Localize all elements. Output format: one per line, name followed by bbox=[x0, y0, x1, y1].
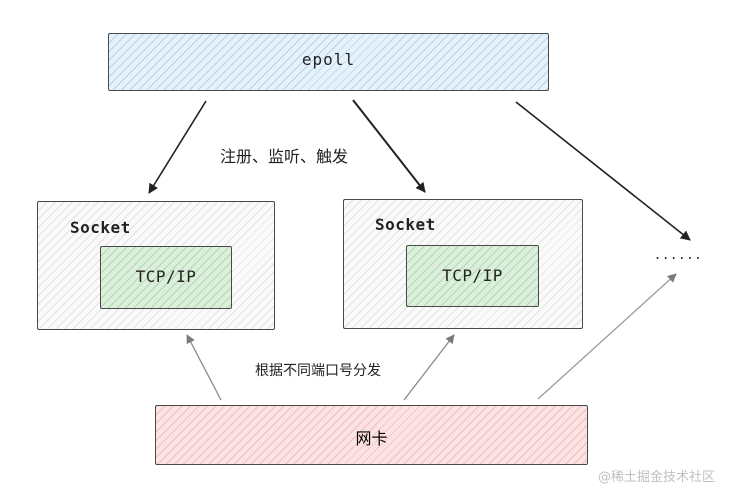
arrow-epoll-to-socket-1 bbox=[148, 100, 207, 194]
arrow-nic-to-socket-1 bbox=[186, 334, 222, 401]
arrow-epoll-to-socket-2 bbox=[352, 99, 426, 193]
nic-box: 网卡 bbox=[155, 405, 588, 465]
dispatch-by-port-label: 根据不同端口号分发 bbox=[255, 363, 381, 379]
tcpip-label-1: TCP/IP bbox=[135, 267, 197, 286]
socket-title-1: Socket bbox=[70, 218, 131, 237]
nic-label: 网卡 bbox=[355, 429, 388, 448]
more-ellipsis-label: ...... bbox=[655, 244, 704, 263]
tcpip-label-2: TCP/IP bbox=[442, 266, 503, 285]
tcpip-box-1: TCP/IP bbox=[100, 246, 232, 309]
register-listen-trigger-label: 注册、监听、触发 bbox=[220, 147, 349, 166]
socket-title-2: Socket bbox=[375, 215, 436, 234]
arrow-nic-to-socket-2 bbox=[403, 334, 455, 401]
tcpip-box-2: TCP/IP bbox=[406, 245, 539, 307]
epoll-box: epoll bbox=[108, 33, 549, 91]
watermark-text: @稀土掘金技术社区 bbox=[598, 470, 716, 485]
arrow-epoll-to-more bbox=[515, 101, 691, 241]
arrow-nic-to-more bbox=[537, 273, 677, 400]
epoll-label: epoll bbox=[301, 50, 356, 69]
